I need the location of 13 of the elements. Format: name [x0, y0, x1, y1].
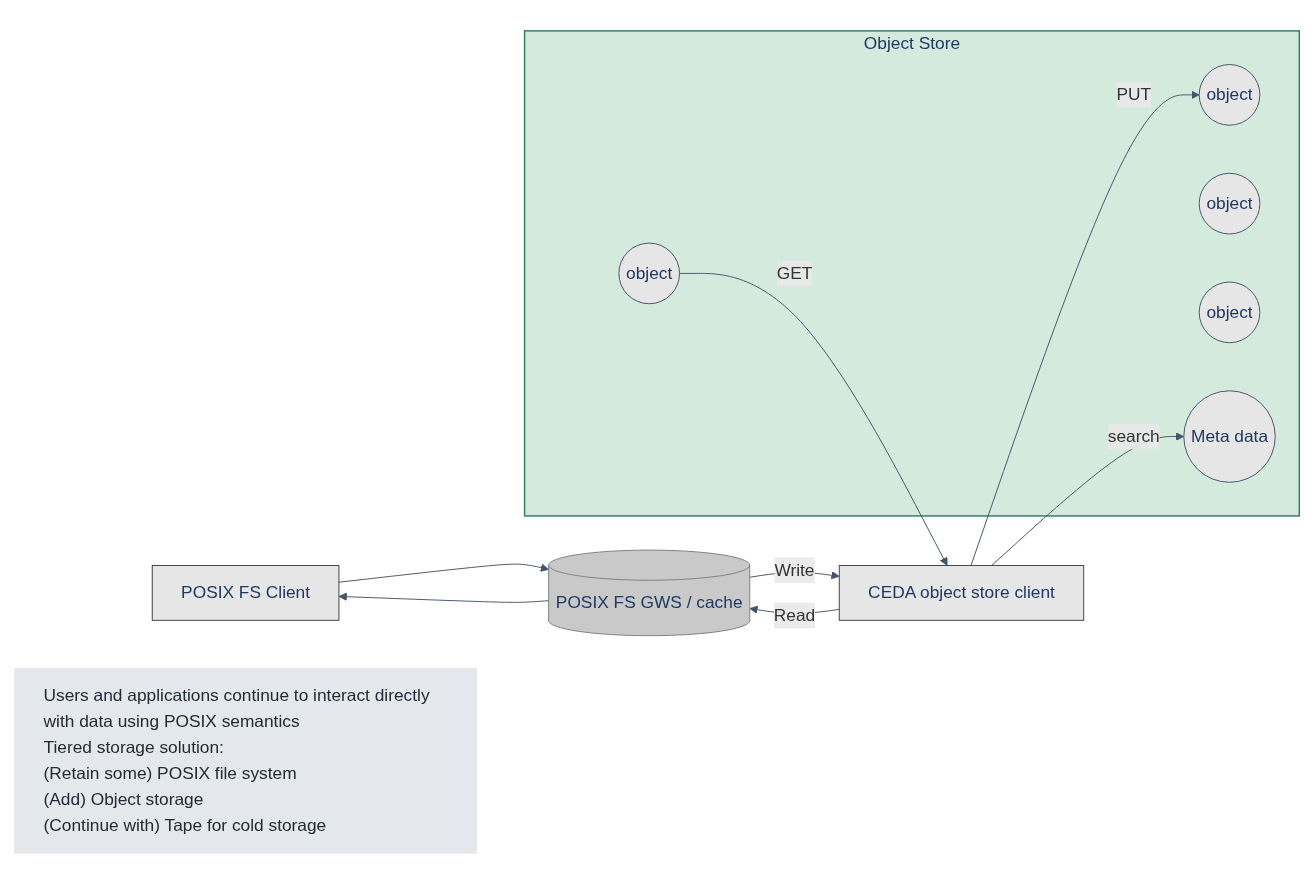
edge-label: GET [776, 263, 813, 283]
node-circle: object [1198, 64, 1261, 126]
node-circle: Meta data [1183, 390, 1276, 483]
node-box: Users and applications continue to interact directly with data using POSIX semantics Tiered storage solution: (Retain some) POSIX file system (Add) Object storage (Continue with) Tape for cold storage [14, 667, 477, 854]
edge-label: search [1107, 426, 1160, 446]
edge-label: Write [774, 560, 815, 580]
edge-label: PUT [1116, 84, 1152, 105]
edge-label: Read [773, 605, 816, 625]
node-box: POSIX FS Client [151, 565, 340, 621]
node-box: CEDA object store client [838, 565, 1085, 621]
node-circle: object [1198, 172, 1261, 235]
node-circle: object [1198, 281, 1261, 344]
node-circle: object [618, 242, 680, 305]
